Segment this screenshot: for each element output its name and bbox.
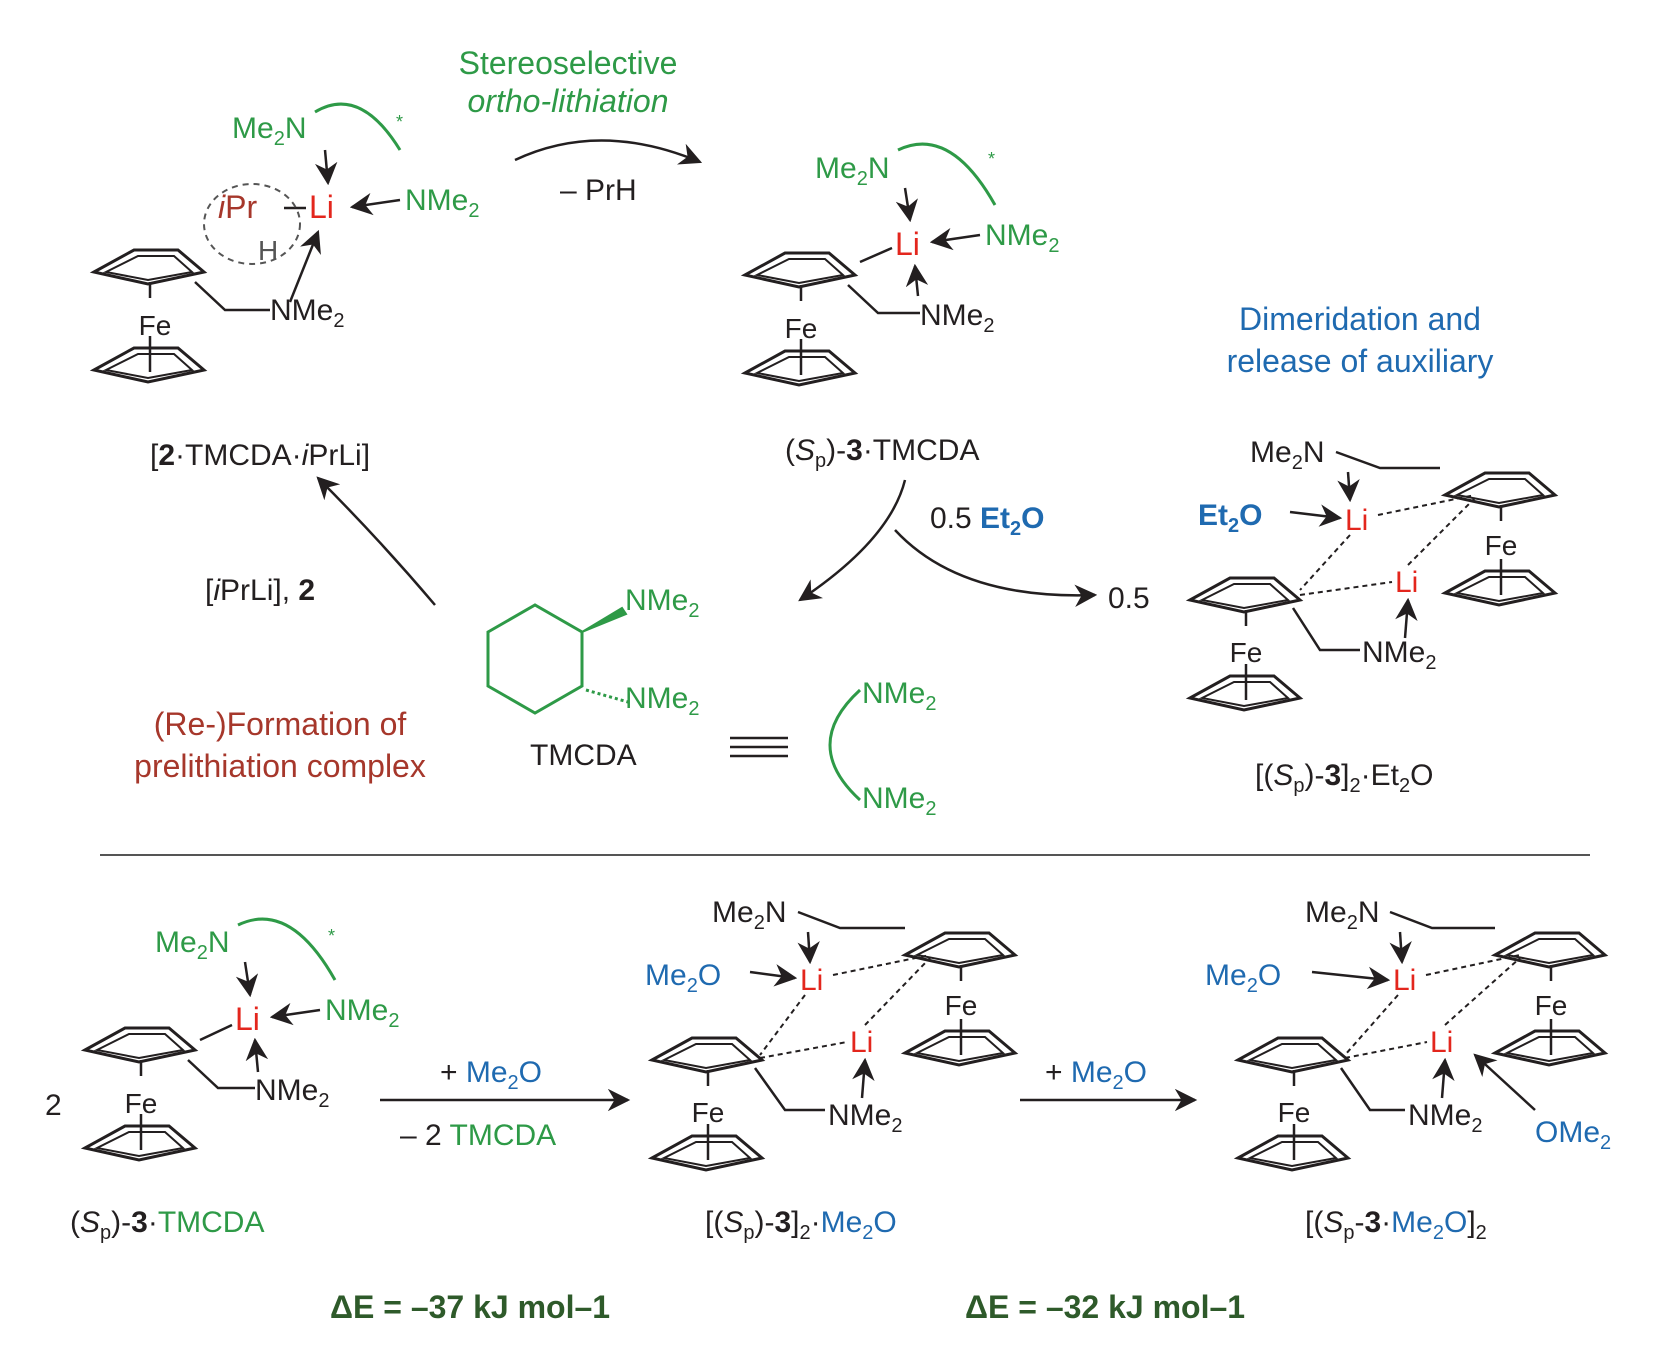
svg-text:iPr: iPr	[218, 189, 257, 225]
label-bottom-mid: [(Sp)-3]2·Me2O	[705, 1206, 897, 1244]
energy-step-1: ΔE = –37 kJ mol–1	[330, 1289, 610, 1325]
svg-text:NMe2: NMe2	[920, 299, 994, 337]
energy-step-2: ΔE = –32 kJ mol–1	[965, 1289, 1245, 1325]
svg-text:Fe: Fe	[785, 313, 818, 344]
tmcda-structure: NMe2 NMe2	[486, 584, 699, 720]
svg-text:Fe: Fe	[125, 1088, 158, 1119]
svg-text:Me2O: Me2O	[645, 959, 721, 997]
svg-text:NMe2: NMe2	[405, 184, 479, 222]
bottom-complex-left: Me2N * NMe2 Li Fe NMe2	[85, 917, 399, 1160]
svg-text:NMe2: NMe2	[862, 677, 936, 715]
svg-text:Me2N: Me2N	[232, 112, 306, 150]
caption-dimeridation: Dimeridation and	[1239, 301, 1481, 337]
svg-text:NMe2: NMe2	[985, 219, 1059, 257]
coef-half: 0.5	[1108, 582, 1150, 615]
bottom-dimer-bis-me2o: Me2N Fe Li Me2O Li Fe NMe2 OMe2	[1205, 896, 1611, 1170]
svg-text:Li: Li	[850, 1026, 873, 1059]
svg-text:Me2N: Me2N	[815, 152, 889, 190]
minus-prh-label: – PrH	[560, 174, 637, 207]
arrow-to-tmcda	[798, 479, 907, 602]
svg-text:Fe: Fe	[1485, 530, 1518, 561]
label-bottom-right: [(Sp-3·Me2O]2	[1305, 1206, 1487, 1244]
svg-text:NMe2: NMe2	[1408, 1099, 1482, 1137]
caption-release-auxiliary: release of auxiliary	[1227, 343, 1494, 379]
svg-text:Et2O: Et2O	[1198, 499, 1262, 537]
svg-text:*: *	[988, 149, 995, 169]
caption-ortho-lithiation: ortho-lithiation	[468, 83, 669, 119]
svg-text:NMe2: NMe2	[1362, 636, 1436, 674]
arrow2-top-label: + Me2O	[1045, 1056, 1147, 1094]
label-complex-3: (Sp)-3·TMCDA	[785, 434, 979, 472]
svg-text:Me2N: Me2N	[155, 926, 229, 964]
reagent-et2o: 0.5 Et2O	[930, 502, 1045, 540]
reagent-iprli: [iPrLi], 2	[205, 574, 315, 607]
svg-text:Li: Li	[1393, 964, 1416, 997]
svg-text:Li: Li	[1395, 566, 1418, 599]
tmcda-shorthand: NMe2 NMe2	[828, 677, 936, 820]
svg-text:Li: Li	[309, 189, 334, 225]
svg-text:Li: Li	[800, 964, 823, 997]
svg-text:Fe: Fe	[1535, 990, 1568, 1021]
arrow1-top-label: + Me2O	[440, 1056, 542, 1094]
caption-reformation: (Re-)Formation of	[154, 706, 407, 742]
dimer-et2o: Me2N Fe Li Et2O Li Fe NMe2	[1190, 436, 1555, 710]
svg-text:*: *	[396, 112, 403, 132]
svg-text:Me2N: Me2N	[1305, 896, 1379, 934]
svg-text:NMe2: NMe2	[325, 994, 399, 1032]
svg-text:NMe2: NMe2	[828, 1099, 902, 1137]
arrow1-bottom-label: – 2 TMCDA	[400, 1119, 556, 1152]
svg-text:*: *	[328, 926, 335, 946]
svg-text:NMe2: NMe2	[625, 682, 699, 720]
svg-text:Fe: Fe	[1278, 1097, 1311, 1128]
svg-text:OMe2: OMe2	[1535, 1116, 1611, 1154]
arrow-to-dimer	[894, 529, 1098, 607]
svg-text:NMe2: NMe2	[862, 782, 936, 820]
svg-text:Me2N: Me2N	[712, 896, 786, 934]
arrow-reformation	[316, 476, 436, 606]
arrow-lithiation	[514, 139, 703, 165]
svg-text:Me2N: Me2N	[1250, 436, 1324, 474]
svg-text:NMe2: NMe2	[255, 1074, 329, 1112]
svg-text:NMe2: NMe2	[625, 584, 699, 622]
tmcda-label: TMCDA	[530, 739, 637, 772]
bottom-dimer-me2o: Me2N Fe Li Me2O Li Fe NMe2	[645, 896, 1015, 1170]
caption-prelithiation: prelithiation complex	[134, 748, 426, 784]
svg-text:Fe: Fe	[1230, 637, 1263, 668]
svg-text:H: H	[258, 235, 278, 266]
caption-stereoselective: Stereoselective	[459, 45, 678, 81]
complex-lithiated-top: Me2N * NMe2 Li Fe NMe2	[745, 142, 1059, 385]
svg-text:Li: Li	[1430, 1026, 1453, 1059]
label-dimer-et2o: [(Sp)-3]2·Et2O	[1255, 759, 1433, 797]
svg-text:NMe2: NMe2	[270, 294, 344, 332]
svg-text:Li: Li	[895, 226, 920, 262]
svg-text:Li: Li	[1345, 504, 1368, 537]
coef-two: 2	[45, 1089, 62, 1122]
svg-text:Fe: Fe	[692, 1097, 725, 1128]
svg-text:Me2O: Me2O	[1205, 959, 1281, 997]
svg-text:Fe: Fe	[945, 990, 978, 1021]
svg-text:Li: Li	[235, 1001, 260, 1037]
svg-text:Fe: Fe	[139, 310, 172, 341]
label-complex-2: [2·TMCDA·iPrLi]	[150, 439, 370, 472]
equivalence-symbol	[730, 736, 788, 758]
label-bottom-left: (Sp)-3·TMCDA	[70, 1206, 264, 1244]
complex-prelithiation: Me2N * NMe2 Li iPr H Fe NMe2	[94, 102, 479, 382]
